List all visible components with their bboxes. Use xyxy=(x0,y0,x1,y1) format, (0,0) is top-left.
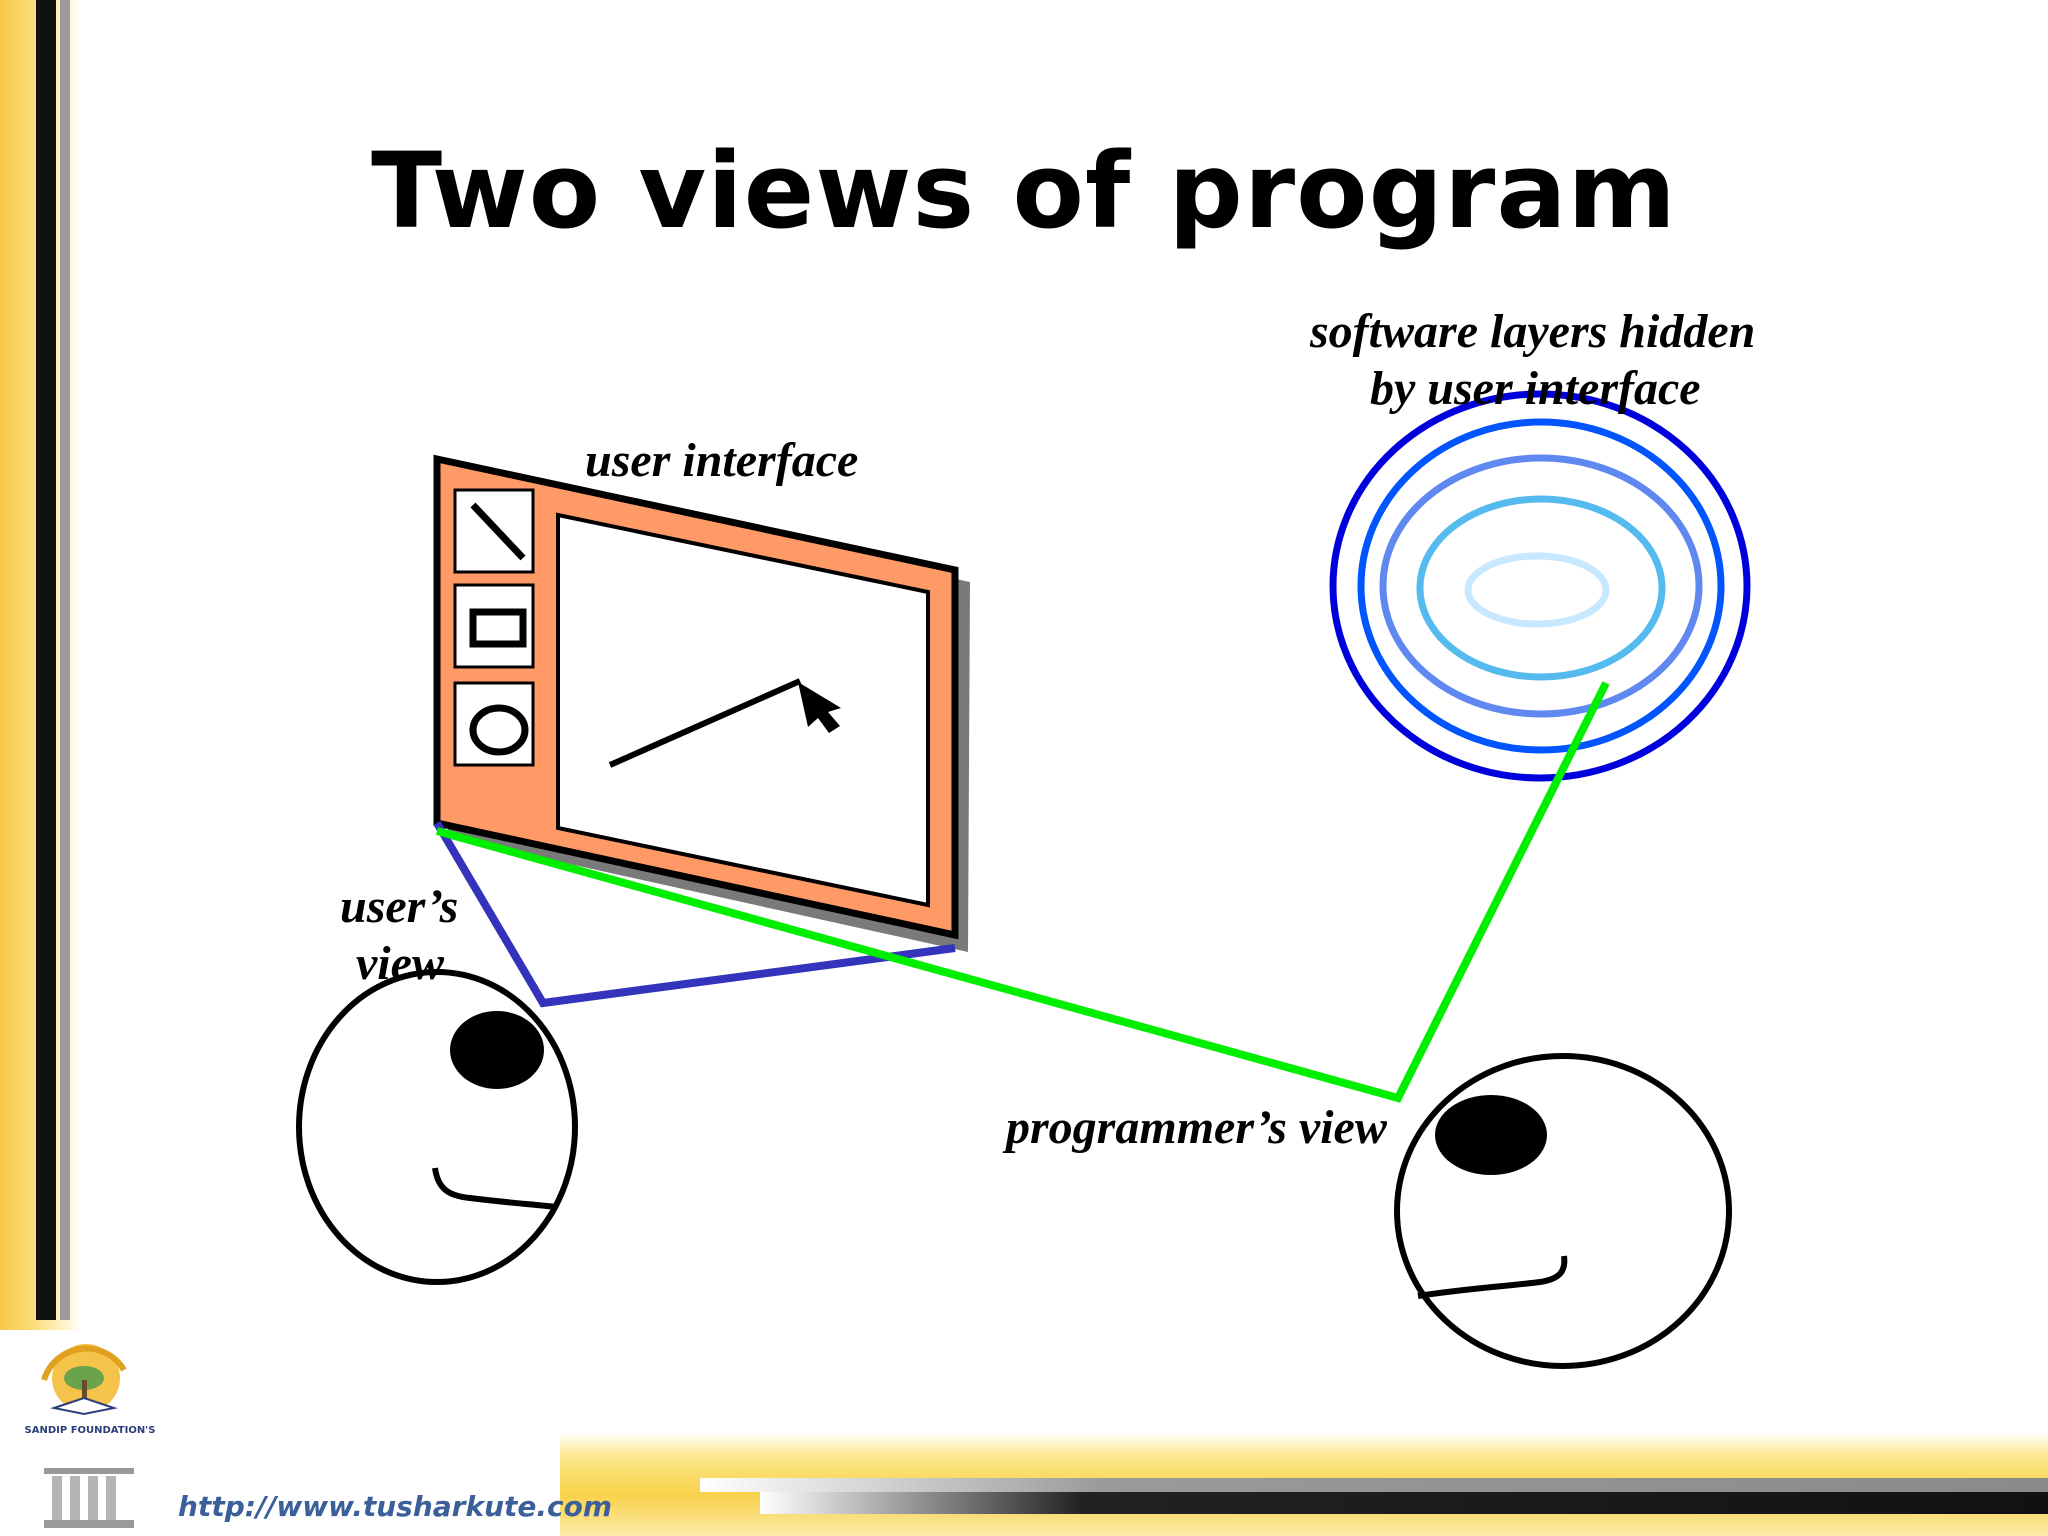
users-view-label-line1: user’s xyxy=(340,880,459,933)
user-mouth xyxy=(432,1167,558,1210)
software-layers-label-line1: software layers hidden xyxy=(1310,305,1756,358)
left-decor-bar-dark xyxy=(36,0,56,1320)
bottom-decor-bar-dark xyxy=(760,1492,2048,1514)
programmer-face xyxy=(1394,1053,1732,1369)
user-interface-window xyxy=(433,454,970,952)
programmer-mouth xyxy=(1417,1255,1568,1299)
sandip-foundation-logo xyxy=(41,1344,134,1528)
user-eye xyxy=(450,1011,544,1089)
ui-canvas xyxy=(556,512,930,908)
programmers-view-label: programmer’s view xyxy=(1006,1101,1387,1154)
left-decor-bar-gray xyxy=(60,0,70,1320)
software-layers-rings xyxy=(1329,390,1751,782)
users-view-line xyxy=(433,820,956,1008)
footer-url-link[interactable]: http://www.tusharkute.com xyxy=(178,1490,613,1523)
cursor-arrow-icon xyxy=(798,682,841,733)
logo-text: SANDIP FOUNDATION'S xyxy=(24,1425,156,1436)
rectangle-tool-icon xyxy=(453,583,535,669)
users-view-label-line2: view xyxy=(356,937,444,990)
circle-tool-icon xyxy=(453,681,535,767)
user-interface-label: user interface xyxy=(585,434,859,487)
slide-title: Two views of program xyxy=(371,130,1677,252)
user-face xyxy=(296,969,578,1285)
programmer-eye xyxy=(1435,1095,1547,1175)
bottom-decor-bar-gray xyxy=(700,1478,2048,1492)
programmers-view-line xyxy=(435,681,1610,1103)
software-layers-label-line2: by user interface xyxy=(1370,362,1701,415)
drawn-line xyxy=(608,678,802,768)
